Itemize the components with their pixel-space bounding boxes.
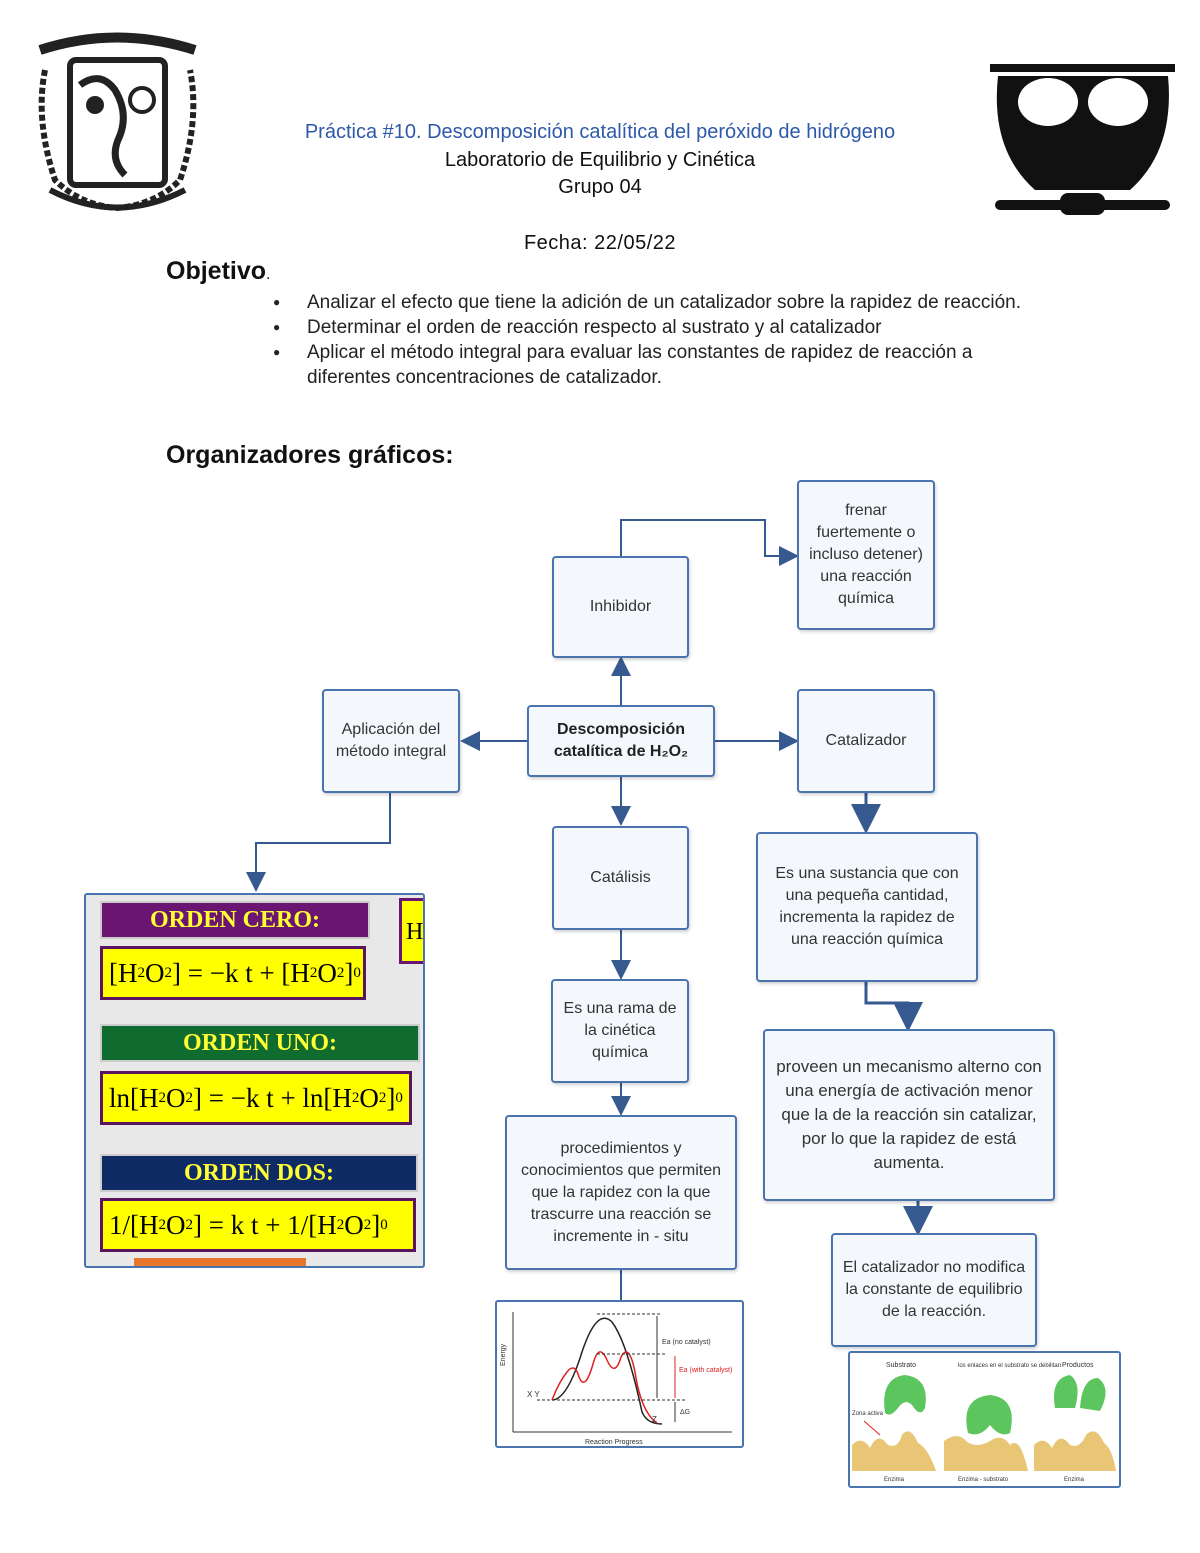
- enzyme-label: Enzima: [884, 1477, 905, 1483]
- active-zone-label: Zona activa: [852, 1411, 884, 1417]
- ea-no-catalyst-label: Ea (no catalyst): [662, 1339, 711, 1346]
- energy-profile-image: Energy Ea (no catalyst) Ea (with catalys…: [495, 1300, 744, 1448]
- practice-title: Práctica #10. Descomposición catalítica …: [304, 121, 896, 143]
- products-label: Productos: [1062, 1362, 1094, 1369]
- orden-dos-header: ORDEN DOS:: [100, 1154, 418, 1192]
- fq-owl-logo: [990, 64, 1175, 215]
- orden-uno-header: ORDEN UNO:: [100, 1024, 420, 1062]
- enzyme-substrate-image: Substrato los enlaces en el substrato se…: [848, 1351, 1121, 1488]
- objective-heading: Objetivo.: [166, 257, 271, 285]
- organizers-heading: Organizadores gráficos:: [166, 441, 454, 469]
- group-label: Grupo 04: [558, 176, 642, 198]
- ea-catalyst-label: Ea (with catalyst): [679, 1367, 732, 1374]
- enzyme-substrate-diagram: Substrato los enlaces en el substrato se…: [852, 1362, 1116, 1483]
- side-cut-box: H: [399, 898, 423, 964]
- node-catalizador: Catalizador: [797, 689, 935, 793]
- energy-profile-chart: Energy Ea (no catalyst) Ea (with catalys…: [500, 1312, 732, 1446]
- orange-bar: [134, 1258, 306, 1266]
- node-inhibidor-definition: frenar fuertemente o incluso detener) un…: [797, 480, 935, 630]
- energy-ylabel: Energy: [500, 1343, 507, 1366]
- orden-cero-header: ORDEN CERO:: [100, 901, 370, 939]
- node-center-topic: Descomposición catalítica de H₂O₂: [527, 705, 715, 777]
- node-mecanismo: proveen un mecanismo alterno con una ene…: [763, 1029, 1055, 1201]
- delta-g-label: ΔG: [680, 1409, 690, 1416]
- objective-item: Determinar el orden de reacción respecto…: [270, 315, 1050, 340]
- product-label: Z: [652, 1415, 657, 1424]
- node-aplicacion: Aplicación del método integral: [322, 689, 460, 793]
- node-procedimientos: procedimientos y conocimientos que permi…: [505, 1115, 737, 1270]
- node-catalizador-definition: Es una sustancia que con una pequeña can…: [756, 832, 978, 982]
- reactants-label: X Y: [527, 1390, 540, 1399]
- lab-name: Laboratorio de Equilibrio y Cinética: [444, 149, 756, 171]
- substrate-label: Substrato: [886, 1362, 916, 1369]
- connector-aplicacion-formulas: [246, 793, 391, 892]
- unam-logo: [38, 32, 197, 212]
- bonds-label: los enlaces en el substrato se debilitan: [958, 1363, 1061, 1369]
- node-equilibrio: El catalizador no modifica la constante …: [831, 1233, 1037, 1347]
- energy-xlabel: Reaction Progress: [585, 1439, 643, 1446]
- objective-item: Analizar el efecto que tiene la adición …: [270, 290, 1050, 315]
- objective-item: Aplicar el método integral para evaluar …: [270, 340, 1050, 390]
- connector-inhibidor-def: [620, 519, 799, 566]
- node-rama: Es una rama de la cinética química: [551, 979, 689, 1083]
- objective-list: Analizar el efecto que tiene la adición …: [270, 290, 1050, 390]
- node-inhibidor: Inhibidor: [552, 556, 689, 658]
- connector-def-mecanismo: [864, 982, 923, 1032]
- complex-label: Enzima - substrato: [958, 1477, 1009, 1483]
- date-label: Fecha: 22/05/22: [523, 232, 677, 254]
- enzyme-label-2: Enzima: [1064, 1477, 1085, 1483]
- node-catalisis: Catálisis: [552, 826, 689, 930]
